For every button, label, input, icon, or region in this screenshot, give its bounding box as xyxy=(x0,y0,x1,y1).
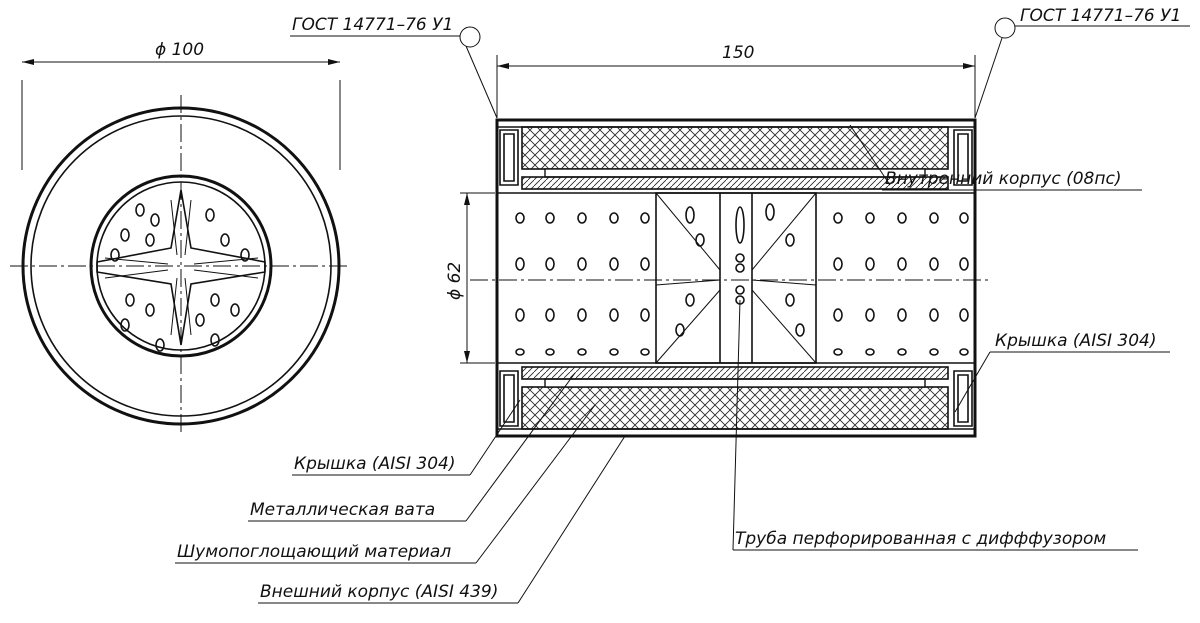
pipe-holes-left xyxy=(515,212,650,356)
inner-diameter-text: ϕ 62 xyxy=(445,262,465,300)
sound-absorbing-lower xyxy=(521,386,949,430)
section-view: 150 ϕ 62 xyxy=(445,43,990,438)
callouts: ГОСТ 14771–76 У1 ГОСТ 14771–76 У1 Внутре… xyxy=(175,6,1190,604)
length-text: 150 xyxy=(722,43,754,63)
end-view-holes xyxy=(110,203,250,352)
dimension-inner-diameter: ϕ 62 xyxy=(445,192,495,364)
inner-body-upper xyxy=(521,176,949,190)
pipe-holes-right xyxy=(833,212,969,356)
perforated-pipe-label: Труба перфорированная с дифффузором xyxy=(735,529,1106,549)
cover-left-label: Крышка (AISI 304) xyxy=(294,454,456,474)
metal-wool-label: Металлическая вата xyxy=(250,500,435,520)
sound-absorbing-label: Шумопоглощающий материал xyxy=(177,542,451,562)
end-covers xyxy=(499,129,973,427)
sound-absorbing-upper xyxy=(521,126,949,170)
gost-label-left: ГОСТ 14771–76 У1 xyxy=(292,15,453,35)
metal-wool-lower xyxy=(544,378,926,388)
diffuser-cross xyxy=(96,189,266,346)
diffuser-section xyxy=(655,192,817,364)
outer-diameter-text: ϕ 100 xyxy=(155,40,204,60)
dimension-outer-diameter: ϕ 100 xyxy=(21,40,341,170)
cover-right-label: Крышка (AISI 304) xyxy=(995,331,1157,351)
inner-body-label: Внутренний корпус (08пс) xyxy=(885,169,1121,189)
metal-wool-upper xyxy=(544,168,926,178)
inner-body-lower xyxy=(521,366,949,380)
dimension-length: 150 xyxy=(496,43,976,118)
outer-body-label: Внешний корпус (AISI 439) xyxy=(260,582,498,602)
pipe-circle-inner xyxy=(96,181,266,351)
gost-label-right: ГОСТ 14771–76 У1 xyxy=(1020,6,1181,26)
end-view: ϕ 100 xyxy=(10,40,350,436)
